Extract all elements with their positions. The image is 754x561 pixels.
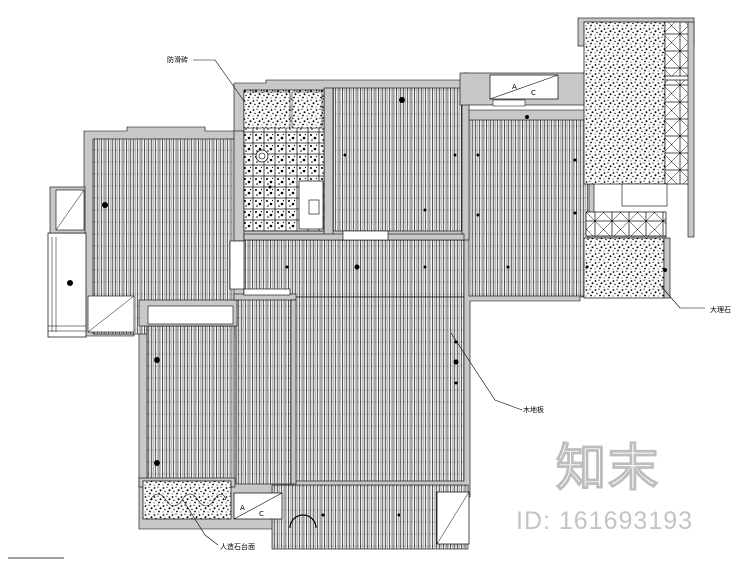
wood-floor (92, 87, 590, 550)
kitchen (243, 89, 325, 232)
bottom-counter: A C (142, 480, 283, 520)
label-kitchen-tile: 防滑砖 (167, 55, 188, 64)
leaders (182, 59, 705, 546)
mark-c-top: C (531, 89, 536, 97)
mark-a-bottom: A (240, 504, 245, 512)
left-balcony (47, 186, 87, 338)
mark-c-bottom: C (259, 510, 264, 518)
watermark-id: ID: 161693193 (516, 507, 694, 535)
bottom-right-balcony (289, 491, 470, 545)
top-window-block: A C (459, 72, 591, 107)
watermark-logo: 知末 (555, 438, 660, 497)
openings (87, 230, 389, 333)
label-balcony-stone: 大理石 (710, 305, 731, 314)
right-balcony (577, 17, 695, 299)
annotations: 防滑砖 大理石 木地板 人造石台面 (167, 55, 731, 551)
label-wood-floor: 木地板 (523, 405, 544, 414)
label-window-sill: 人造石台面 (220, 542, 255, 551)
mark-a-top: A (512, 83, 517, 91)
light-points (67, 97, 667, 517)
